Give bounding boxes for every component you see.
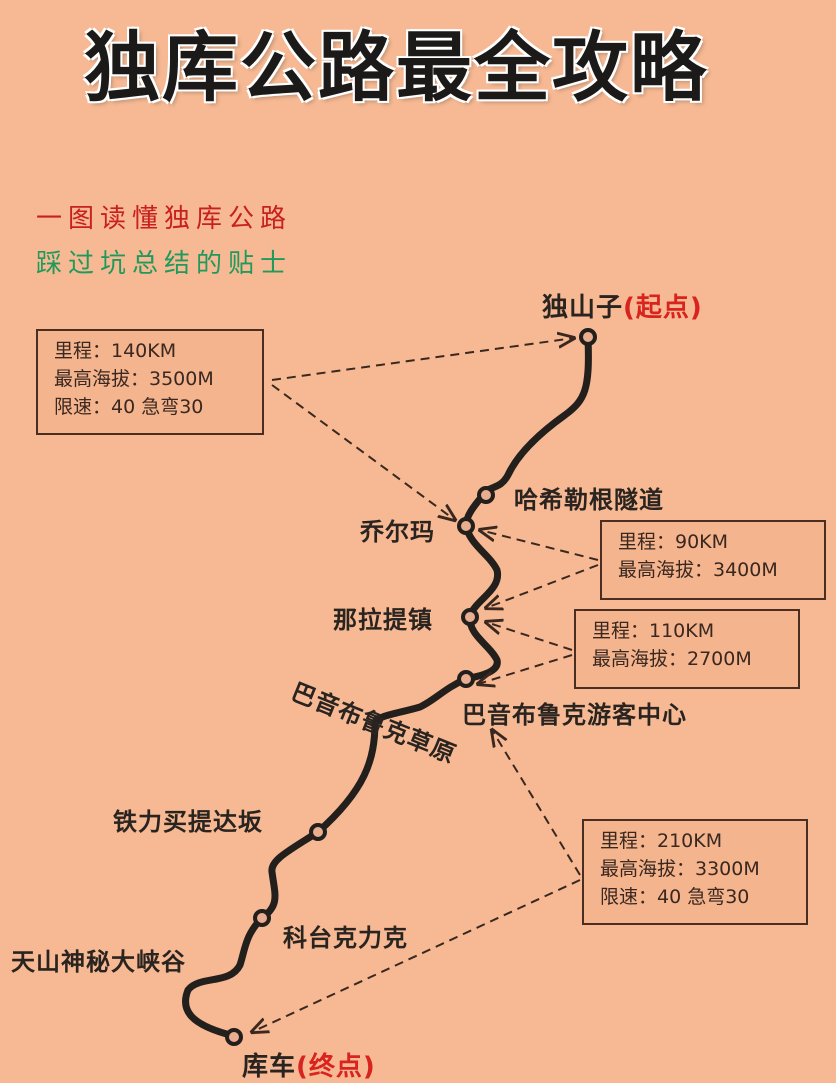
- segment-distance: 里程：210KM: [600, 830, 723, 852]
- stop-marker-hashilegen[interactable]: [477, 486, 495, 504]
- place-label-dushanzi: 独山子(起点): [542, 293, 703, 323]
- segment-info-box-2: 里程：90KM 最高海拔：3400M: [600, 520, 826, 600]
- stop-marker-tielimaiti[interactable]: [309, 823, 327, 841]
- segment-distance: 里程：90KM: [618, 531, 729, 553]
- subtitle-green: 踩过坑总结的贴士: [36, 249, 293, 279]
- subtitle-red: 一图读懂独库公路: [36, 204, 293, 234]
- stop-marker-bayinbuluke[interactable]: [457, 670, 475, 688]
- stop-marker-ketaikelike[interactable]: [253, 909, 271, 927]
- segment-info-box-1: 里程：140KM 最高海拔：3500M 限速：40 急弯30: [36, 329, 264, 435]
- place-label-bayinbuluke-center: 巴音布鲁克游客中心: [462, 701, 687, 729]
- segment-info-box-4: 里程：210KM 最高海拔：3300M 限速：40 急弯30: [582, 819, 808, 925]
- leader-lines: [252, 338, 599, 1032]
- segment-speed-limit: 限速：40 急弯30: [600, 886, 750, 908]
- end-tag: (终点): [296, 1052, 376, 1082]
- start-tag: (起点): [623, 293, 703, 323]
- page-title: 独库公路最全攻略: [84, 23, 708, 112]
- stop-marker-qiaoerma[interactable]: [457, 517, 475, 535]
- place-label-ketaikelike: 科台克力克: [283, 924, 408, 952]
- place-label-nalati: 那拉提镇: [333, 606, 433, 634]
- place-label-hashilegen: 哈希勒根隧道: [514, 486, 664, 514]
- place-label-kuche: 库车(终点): [242, 1052, 376, 1082]
- segment-distance: 里程：140KM: [54, 340, 177, 362]
- segment-max-altitude: 最高海拔：2700M: [592, 648, 752, 670]
- segment-max-altitude: 最高海拔：3500M: [54, 368, 214, 390]
- stop-marker-nalati[interactable]: [461, 608, 479, 626]
- stop-marker-kuche[interactable]: [225, 1028, 243, 1046]
- place-label-tielimaiti: 铁力买提达坂: [113, 808, 263, 836]
- segment-max-altitude: 最高海拔：3300M: [600, 858, 760, 880]
- segment-max-altitude: 最高海拔：3400M: [618, 559, 778, 581]
- place-label-canyon: 天山神秘大峡谷: [11, 948, 186, 976]
- segment-distance: 里程：110KM: [592, 620, 715, 642]
- segment-info-box-3: 里程：110KM 最高海拔：2700M: [574, 609, 800, 689]
- segment-speed-limit: 限速：40 急弯30: [54, 396, 204, 418]
- stop-marker-dushanzi[interactable]: [579, 328, 597, 346]
- place-label-qiaoerma: 乔尔玛: [360, 518, 435, 546]
